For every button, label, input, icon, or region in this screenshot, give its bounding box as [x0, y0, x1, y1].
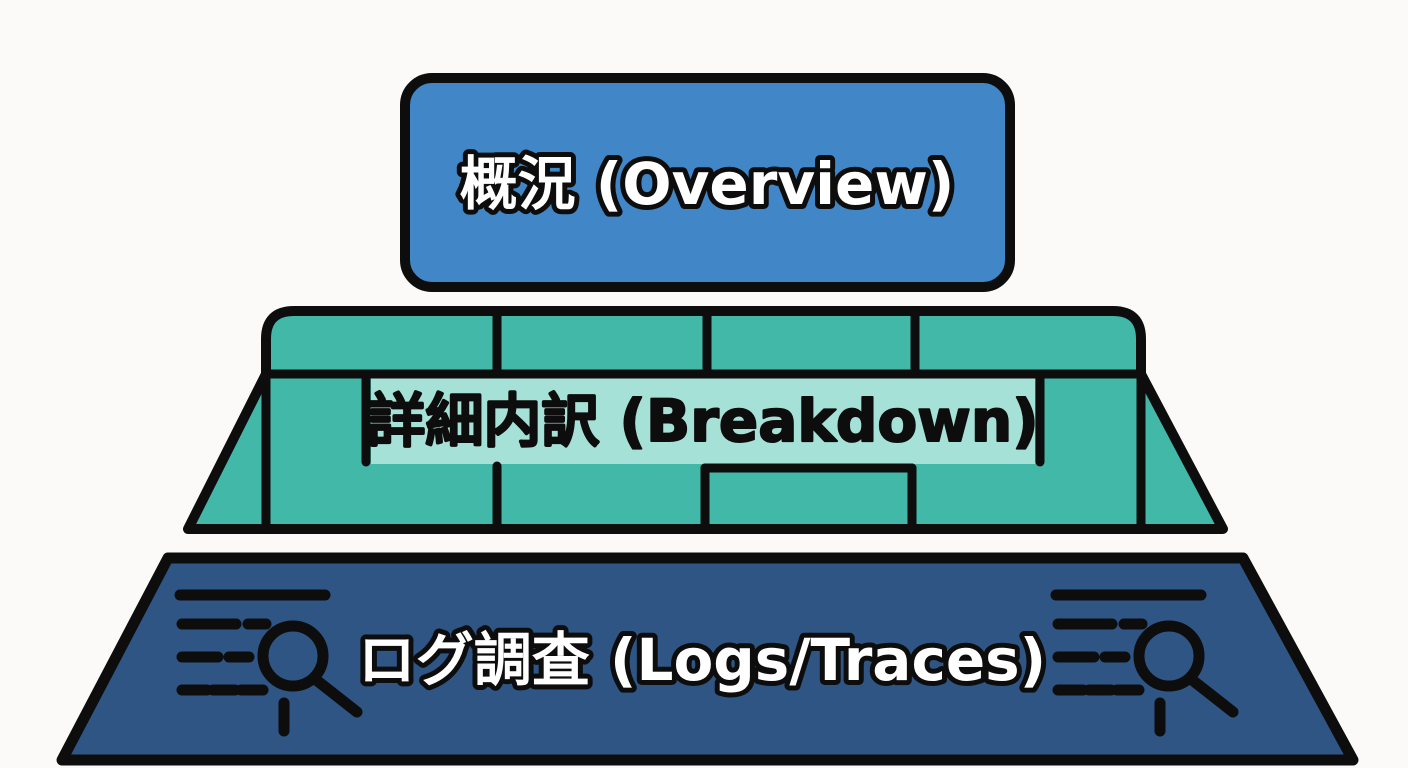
breakdown-label-band [371, 378, 1035, 464]
logs-trapezoid [56, 552, 1359, 766]
logs-label: ログ調査 (Logs/Traces) [358, 626, 1046, 694]
brick-mortar-lines [261, 306, 1146, 534]
overview-box [400, 73, 1015, 292]
layer-logs: ログ調査 (Logs/Traces) [56, 552, 1359, 766]
overview-label: 概況 (Overview) [460, 150, 955, 218]
breakdown-label: 詳細内訳 (Breakdown) [367, 387, 1038, 455]
layer-breakdown: 詳細内訳 (Breakdown) [183, 306, 1228, 534]
layer-overview: 概況 (Overview) [400, 73, 1015, 292]
